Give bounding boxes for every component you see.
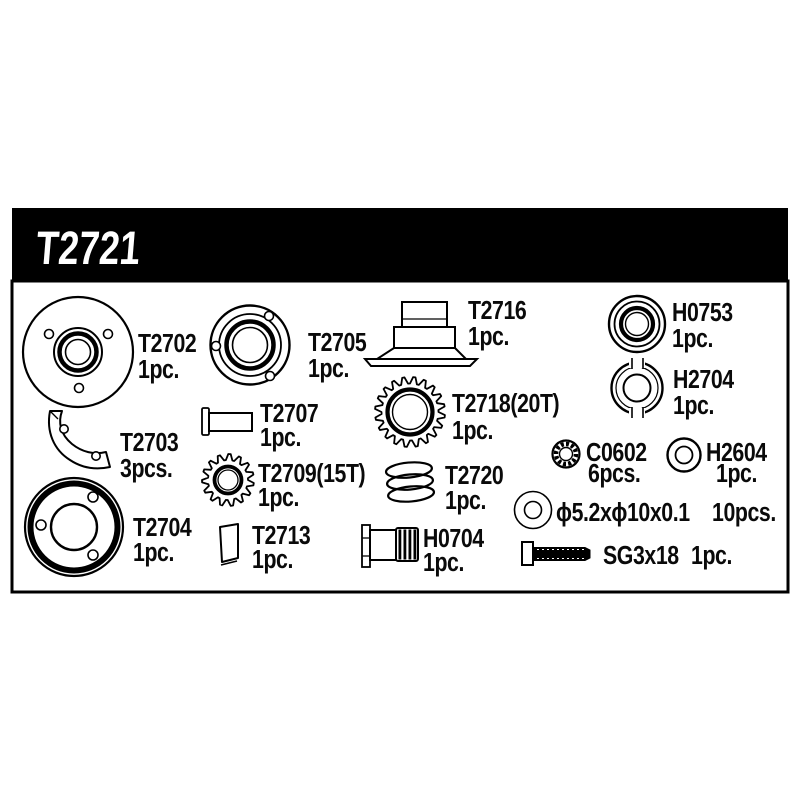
- part-t2705-qty: 1pc.: [308, 354, 349, 384]
- part-t2704-id: T2704: [133, 513, 192, 543]
- part-t2704-qty: 1pc.: [133, 538, 174, 568]
- part-h2704-id: H2704: [673, 365, 735, 395]
- part-t2703-drawing: [48, 410, 111, 470]
- part-h2604-drawing: [666, 437, 702, 473]
- part-washer-qty: 10pcs.: [712, 498, 776, 528]
- part-t2718-drawing: [374, 376, 446, 448]
- part-t2709-qty: 1pc.: [258, 483, 299, 513]
- part-t2716-id: T2716: [468, 296, 527, 326]
- part-washer-id: ϕ5.2xϕ10x0.1: [556, 498, 690, 528]
- part-h0753-id: H0753: [672, 298, 733, 328]
- part-t2704-drawing: [23, 476, 125, 578]
- part-h0704-id: H0704: [423, 524, 485, 554]
- part-h2704-qty: 1pc.: [673, 391, 714, 421]
- part-t2716-qty: 1pc.: [468, 322, 509, 352]
- part-t2707-qty: 1pc.: [260, 423, 301, 453]
- part-t2702-qty: 1pc.: [138, 355, 179, 385]
- part-h0753-drawing: [607, 294, 667, 354]
- part-c0602-id: C0602: [586, 438, 647, 468]
- part-t2720-id: T2720: [445, 461, 504, 491]
- part-t2720-drawing: [384, 461, 436, 503]
- part-sg3x18-drawing: [521, 541, 591, 566]
- header-bar: [12, 208, 788, 281]
- part-t2705-id: T2705: [308, 328, 367, 358]
- part-c0602-drawing: [551, 439, 581, 469]
- part-sg3x18-id: SG3x18: [603, 541, 679, 571]
- part-sg3x18-qty: 1pc.: [691, 541, 732, 571]
- part-t2718-id: T2718(20T): [452, 389, 559, 419]
- part-h0704-drawing: [361, 524, 419, 568]
- part-t2709-id: T2709(15T): [258, 459, 365, 489]
- part-t2713-drawing: [219, 523, 239, 566]
- part-h2604-id: H2604: [706, 438, 768, 468]
- part-t2702-drawing: [21, 295, 135, 409]
- part-t2707-id: T2707: [260, 399, 319, 429]
- part-t2705-drawing: [209, 304, 291, 386]
- part-t2709-drawing: [201, 453, 255, 507]
- part-c0602-qty: 6pcs.: [588, 459, 640, 489]
- part-h0704-qty: 1pc.: [423, 548, 464, 578]
- part-t2713-id: T2713: [252, 521, 311, 551]
- part-t2702-id: T2702: [138, 329, 197, 359]
- part-t2713-qty: 1pc.: [252, 545, 293, 575]
- part-t2703-qty: 3pcs.: [120, 454, 172, 484]
- kit-number-title: T2721: [34, 222, 142, 274]
- part-h0753-qty: 1pc.: [672, 324, 713, 354]
- part-washer-drawing: [513, 490, 553, 530]
- part-h2604-qty: 1pc.: [716, 459, 757, 489]
- part-t2716-drawing: [362, 301, 480, 367]
- part-t2707-drawing: [201, 407, 253, 436]
- part-t2703-id: T2703: [120, 428, 179, 458]
- part-h2704-drawing: [610, 357, 664, 419]
- part-t2718-qty: 1pc.: [452, 416, 493, 446]
- part-t2720-qty: 1pc.: [445, 486, 486, 516]
